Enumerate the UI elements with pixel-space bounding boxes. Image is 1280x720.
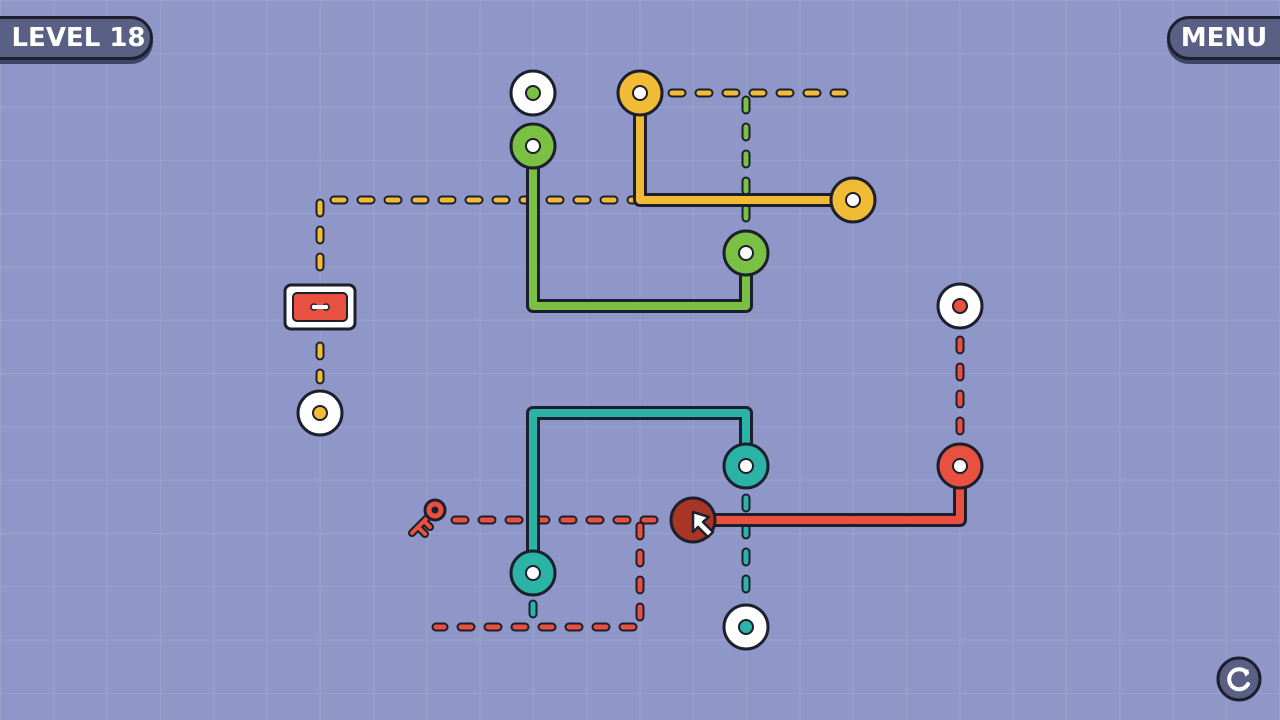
key-icon[interactable]: [408, 498, 447, 538]
goal-node-red[interactable]: [936, 282, 984, 330]
pipe-node-teal-end[interactable]: [722, 442, 770, 490]
cursor-icon: [691, 510, 715, 539]
goal-node-yellow[interactable]: [296, 389, 344, 437]
pipe-node-red-end[interactable]: [936, 442, 984, 490]
lock-icon: [283, 283, 357, 331]
pipe-node-green-end[interactable]: [722, 229, 770, 277]
menu-button[interactable]: MENU: [1167, 16, 1280, 60]
restart-button[interactable]: [1216, 656, 1262, 702]
pipe-node-green-start[interactable]: [509, 122, 557, 170]
pipes: [526, 86, 967, 580]
level-indicator: LEVEL 18: [0, 16, 153, 60]
restart-icon: [1227, 667, 1250, 692]
pipe-node-yellow-start[interactable]: [616, 69, 664, 117]
goal-node-teal[interactable]: [722, 603, 770, 651]
level-label: LEVEL 18: [11, 23, 146, 53]
menu-label: MENU: [1180, 23, 1268, 53]
pipe-node-teal-start[interactable]: [509, 549, 557, 597]
goal-node-green[interactable]: [509, 69, 557, 117]
pipe-node-yellow-end[interactable]: [829, 176, 877, 224]
